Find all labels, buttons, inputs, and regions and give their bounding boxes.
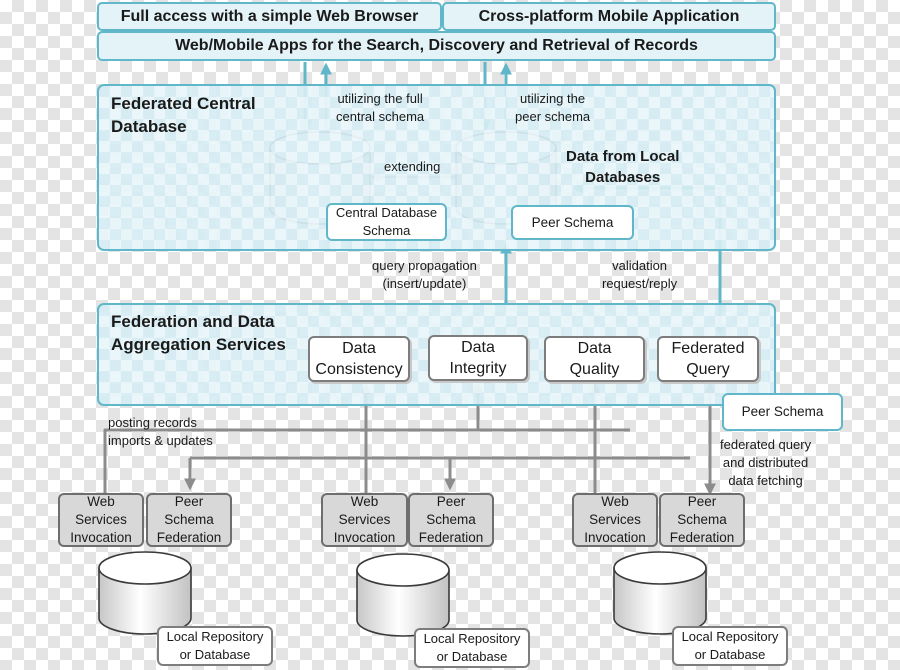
peer-schema-box-central: Peer Schema — [511, 205, 634, 240]
note-validation: validation request/reply — [602, 258, 678, 291]
data-consistency-box: Data Consistency — [308, 336, 410, 382]
local-repository-label-2: Local Repository or Database — [414, 628, 530, 668]
note-federated-query: federated query and distributed data fet… — [720, 437, 812, 488]
local-repository-cylinder-2 — [356, 553, 450, 637]
note-posting-records: posting records imports & updates — [108, 415, 213, 448]
local-repository-label-1: Local Repository or Database — [157, 626, 273, 666]
data-quality-box: Data Quality — [544, 336, 645, 382]
connector-integrity — [103, 381, 484, 493]
web-services-box-3: Web Services Invocation — [572, 493, 658, 547]
local-databases-label: Data from Local Databases — [566, 148, 680, 186]
apps-bar: Web/Mobile Apps for the Search, Discover… — [97, 31, 776, 61]
local-repository-cylinder-1 — [98, 551, 192, 635]
note-query-propagation: query propagation (insert/update) — [372, 258, 477, 291]
federated-query-box: Federated Query — [657, 336, 759, 382]
central-region-title: Federated Central Database — [111, 94, 256, 136]
note-full-schema: utilizing the full central schema — [336, 91, 425, 124]
mobile-app-box: Cross-platform Mobile Application — [442, 2, 776, 31]
data-integrity-box: Data Integrity — [428, 335, 528, 381]
peer-schema-federation-box-1: Peer Schema Federation — [146, 493, 232, 547]
mobile-app-label: Cross-platform Mobile Application — [478, 7, 740, 25]
note-extending: extending — [384, 159, 441, 174]
peer-schema-federation-box-3: Peer Schema Federation — [659, 493, 745, 547]
web-services-box-2: Web Services Invocation — [321, 493, 408, 547]
peer-schema-federation-box-2: Peer Schema Federation — [408, 493, 494, 547]
central-schema-box: Central Database Schema — [326, 203, 447, 241]
web-browser-access-label: Full access with a simple Web Browser — [120, 7, 419, 25]
apps-bar-label: Web/Mobile Apps for the Search, Discover… — [175, 37, 698, 54]
federation-region-title: Federation and Data Aggregation Services — [111, 312, 286, 354]
note-peer-schema: utilizing the peer schema — [515, 91, 591, 124]
local-repository-label-3: Local Repository or Database — [672, 626, 788, 666]
web-services-box-1: Web Services Invocation — [58, 493, 144, 547]
local-repository-cylinder-3 — [613, 551, 707, 635]
web-browser-access-box: Full access with a simple Web Browser — [97, 2, 442, 31]
peer-schema-box-federation: Peer Schema — [722, 393, 843, 431]
